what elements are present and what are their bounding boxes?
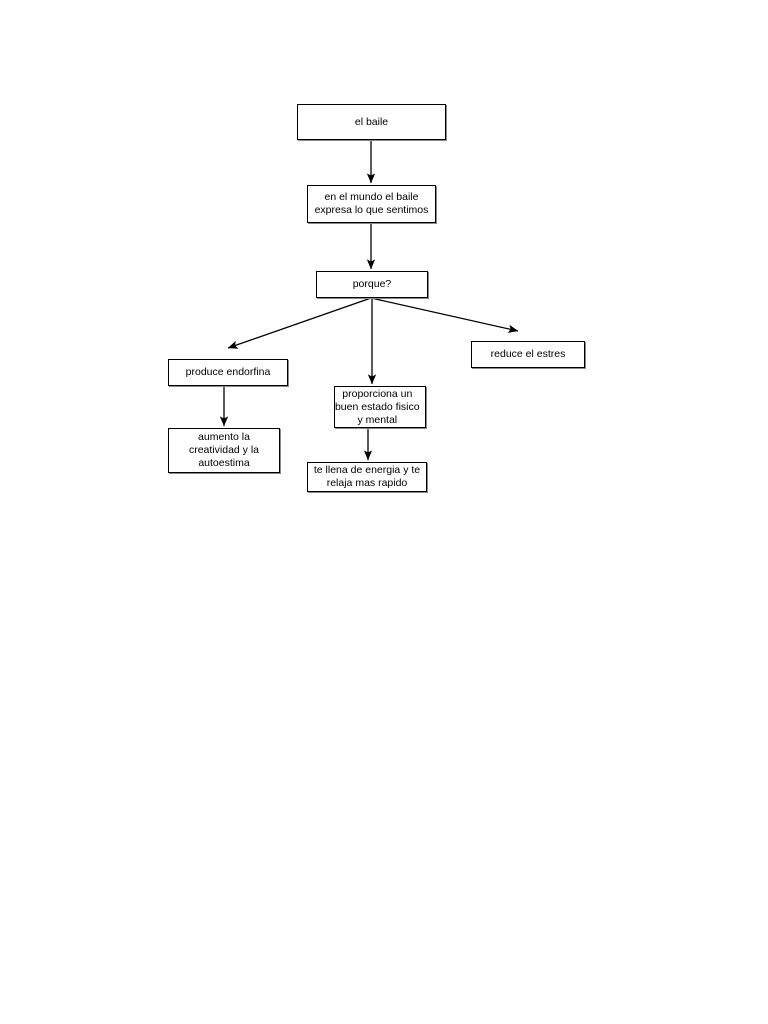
node-el-baile-label: el baile [354,115,389,128]
node-reduce-el-estres[interactable]: reduce el estres [471,341,585,368]
node-en-el-mundo-label: en el mundo el baile expresa lo que sent… [314,191,429,216]
node-produce-endorfina[interactable]: produce endorfina [168,359,288,386]
node-aumento-creatividad[interactable]: aumento la creatividad y la autoestima [168,428,280,473]
edge-porque-to-produce-endorfina [227,297,372,349]
node-el-baile[interactable]: el baile [297,104,446,140]
node-reduce-el-estres-label: reduce el estres [490,348,566,360]
node-proporciona-buen-estado[interactable]: proporciona un buen estado fisico y ment… [334,386,426,428]
node-te-llena-de-energia-label: te llena de energia y te relaja mas rapi… [313,464,421,489]
edge-porque-to-reduce-el-estres [370,297,519,333]
node-proporciona-buen-estado-label: proporciona un buen estado fisico y ment… [334,387,420,426]
node-porque-label: porque? [352,278,392,290]
node-porque[interactable]: porque? [316,271,428,298]
node-produce-endorfina-label: produce endorfina [185,366,271,378]
node-aumento-creatividad-label: aumento la creatividad y la autoestima [188,431,260,469]
node-te-llena-de-energia[interactable]: te llena de energia y te relaja mas rapi… [307,462,427,492]
node-en-el-mundo[interactable]: en el mundo el baile expresa lo que sent… [307,185,436,223]
